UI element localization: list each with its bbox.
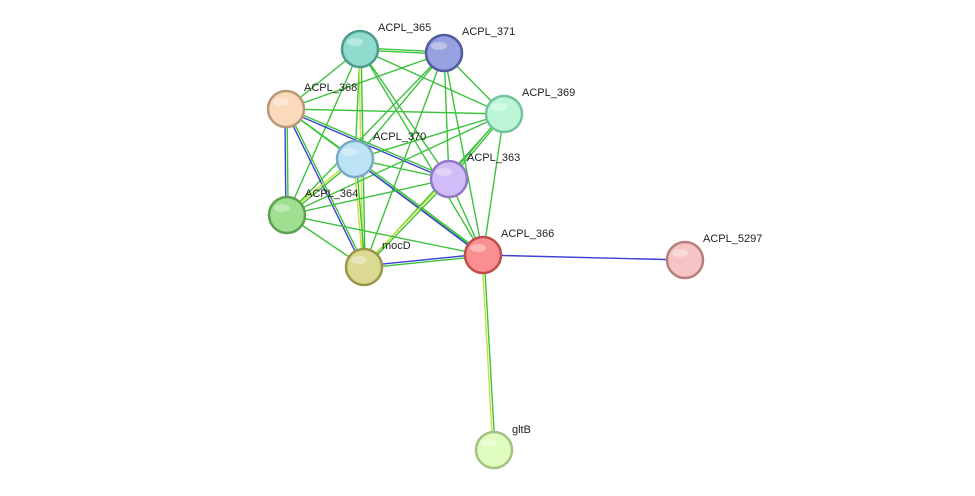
node-highlight (470, 244, 486, 252)
edge-line-green (286, 113, 505, 216)
node-circle[interactable] (267, 195, 307, 235)
node-circle[interactable] (665, 240, 705, 280)
edge-ACPL_363-ACPL_364[interactable] (286, 178, 450, 216)
node-ACPL_365[interactable]: ACPL_365 (340, 22, 431, 69)
node-circle[interactable] (266, 89, 306, 129)
edge-ACPL_369-ACPL_366[interactable] (482, 113, 505, 256)
node-circle[interactable] (484, 94, 524, 134)
node-ACPL_364[interactable]: ACPL_364 (267, 188, 358, 235)
node-label: ACPL_371 (462, 26, 515, 38)
edge-line-yellow (481, 254, 494, 451)
node-highlight (436, 168, 452, 176)
node-circle[interactable] (340, 29, 380, 69)
edge-ACPL_363-mocD[interactable] (362, 177, 451, 269)
node-circle[interactable] (474, 430, 514, 470)
node-label: gltB (512, 424, 531, 436)
edge-line-blue (363, 253, 484, 267)
edge-ACPL_371-ACPL_364[interactable] (286, 52, 445, 216)
edge-ACPL_368-ACPL_369[interactable] (285, 108, 505, 115)
edge-line-blue (482, 254, 686, 261)
node-highlight (481, 439, 497, 447)
edge-line-green (286, 214, 484, 256)
edge-line-green (483, 254, 496, 451)
node-label: ACPL_370 (373, 131, 426, 143)
edge-ACPL_366-gltB[interactable] (481, 254, 496, 451)
node-ACPL_371[interactable]: ACPL_371 (424, 26, 515, 73)
edge-ACPL_365-ACPL_363[interactable] (359, 48, 450, 180)
edge-line-green (286, 107, 366, 268)
edge-ACPL_365-ACPL_364[interactable] (286, 48, 361, 216)
node-label: ACPL_5297 (703, 233, 762, 245)
node-highlight (274, 204, 290, 212)
edge-line-green (363, 255, 484, 269)
node-highlight (351, 256, 367, 264)
node-mocD[interactable]: mocD (344, 240, 411, 287)
node-circle[interactable] (424, 33, 464, 73)
node-circle[interactable] (463, 235, 503, 275)
edge-line-green (443, 52, 484, 256)
edge-ACPL_368-mocD[interactable] (284, 107, 366, 269)
node-ACPL_369[interactable]: ACPL_369 (484, 87, 575, 134)
node-highlight (273, 98, 289, 106)
edge-ACPL_370-ACPL_366[interactable] (353, 157, 485, 257)
edge-line-green (286, 52, 445, 216)
edge-ACPL_364-ACPL_366[interactable] (286, 214, 484, 256)
edge-line-green (443, 52, 450, 180)
edge-line-green (285, 52, 445, 110)
edge-line-green (354, 157, 485, 255)
edge-line-green (286, 178, 450, 216)
node-ACPL_368[interactable]: ACPL_368 (266, 82, 357, 129)
edge-line-green (285, 107, 451, 179)
edge-line-green (285, 108, 505, 115)
edge-line-blue (284, 108, 364, 269)
edge-ACPL_371-ACPL_366[interactable] (443, 52, 484, 256)
node-ACPL_5297[interactable]: ACPL_5297 (665, 233, 762, 280)
node-highlight (342, 148, 358, 156)
edge-line-green (359, 48, 505, 115)
node-label: mocD (382, 240, 411, 252)
edge-ACPL_366-ACPL_5297[interactable] (482, 254, 686, 261)
node-highlight (347, 38, 363, 46)
edge-line-blue (353, 159, 484, 257)
node-label: ACPL_368 (304, 82, 357, 94)
node-circle[interactable] (344, 247, 384, 287)
node-highlight (491, 103, 507, 111)
node-label: ACPL_365 (378, 22, 431, 34)
edge-line-green (354, 113, 505, 160)
node-label: ACPL_363 (467, 152, 520, 164)
edge-ACPL_371-ACPL_363[interactable] (443, 52, 450, 180)
edge-line-green (364, 179, 451, 269)
edge-line-green (482, 113, 505, 256)
node-highlight (431, 42, 447, 50)
edge-ACPL_369-ACPL_364[interactable] (286, 113, 505, 216)
node-gltB[interactable]: gltB (474, 424, 531, 470)
edge-line-green (354, 52, 445, 160)
node-circle[interactable] (335, 139, 375, 179)
edge-mocD-ACPL_366[interactable] (363, 253, 484, 269)
edge-ACPL_371-ACPL_368[interactable] (285, 52, 445, 110)
node-label: ACPL_366 (501, 228, 554, 240)
edge-line-green (359, 48, 450, 180)
edge-ACPL_371-ACPL_370[interactable] (354, 52, 445, 160)
node-circle[interactable] (429, 159, 469, 199)
edge-line-green (286, 48, 361, 216)
node-ACPL_370[interactable]: ACPL_370 (335, 131, 426, 179)
node-label: ACPL_364 (305, 188, 358, 200)
node-ACPL_366[interactable]: ACPL_366 (463, 228, 554, 275)
edge-line-yellow (362, 177, 449, 267)
node-ACPL_363[interactable]: ACPL_363 (429, 152, 520, 199)
edge-ACPL_369-ACPL_370[interactable] (354, 113, 505, 160)
node-highlight (672, 249, 688, 257)
node-label: ACPL_369 (522, 87, 575, 99)
edge-ACPL_365-ACPL_369[interactable] (359, 48, 505, 115)
